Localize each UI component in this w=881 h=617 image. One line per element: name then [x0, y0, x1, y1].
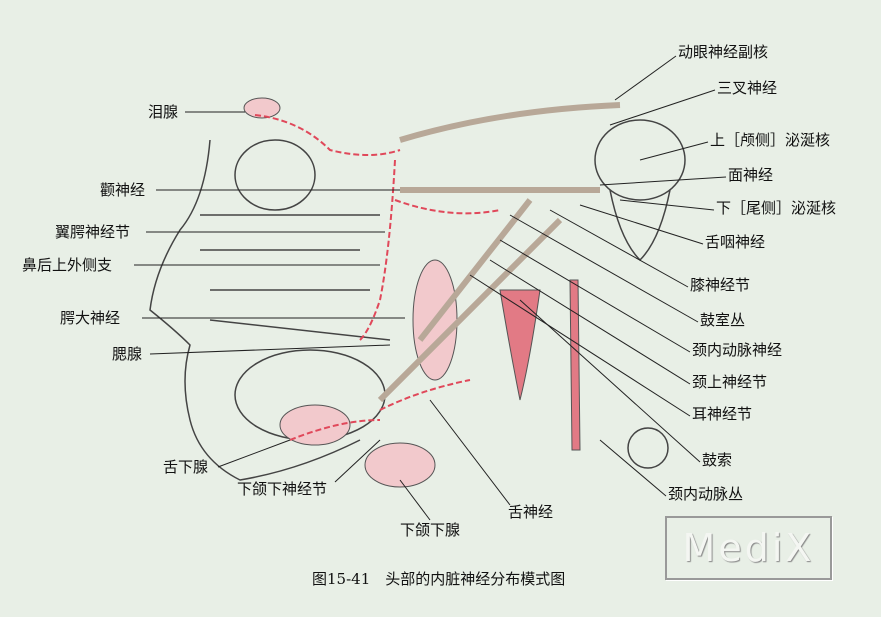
label-superior-salivatory-nucleus: 上［颅侧］泌涎核 [710, 131, 831, 149]
leader-lines [134, 55, 727, 521]
label-pterygopalatine-ganglion: 翼腭神经节 [55, 223, 131, 241]
label-lingual-nerve: 舌神经 [508, 503, 554, 521]
label-zygomatic-nerve: 颧神经 [100, 181, 146, 199]
label-accessory-oculomotor-nucleus: 动眼神经副核 [678, 43, 769, 61]
watermark-logo: MediX [665, 516, 832, 580]
label-internal-carotid-plexus: 颈内动脉丛 [668, 485, 744, 503]
label-glossopharyngeal-nerve: 舌咽神经 [705, 233, 766, 251]
label-sublingual-gland: 舌下腺 [163, 458, 209, 476]
label-trigeminal-nerve: 三叉神经 [717, 79, 778, 97]
glands [243, 97, 581, 488]
label-parotid-gland: 腮腺 [112, 345, 143, 363]
label-internal-carotid-nerve: 颈内动脉神经 [692, 341, 783, 359]
label-greater-palatine-nerve: 腭大神经 [60, 309, 121, 327]
label-submandibular-ganglion: 下颌下神经节 [237, 480, 328, 498]
label-otic-ganglion: 耳神经节 [692, 405, 753, 423]
label-inferior-salivatory-nucleus: 下［尾侧］泌涎核 [716, 199, 837, 217]
nerves-tan [377, 102, 621, 403]
nerves-red [254, 114, 501, 441]
label-geniculate-ganglion: 膝神经节 [690, 276, 751, 294]
label-facial-nerve: 面神经 [728, 166, 774, 184]
label-chorda-tympani: 鼓索 [702, 451, 733, 469]
label-lacrimal-gland: 泪腺 [148, 103, 179, 121]
label-posterior-superior-lateral-nasal-branch: 鼻后上外侧支 [22, 256, 113, 274]
label-tympanic-plexus: 鼓室丛 [700, 311, 746, 329]
label-superior-cervical-ganglion: 颈上神经节 [692, 373, 768, 391]
figure-caption: 图15-41 头部的内脏神经分布模式图 [312, 570, 566, 588]
label-submandibular-gland: 下颌下腺 [400, 521, 461, 539]
